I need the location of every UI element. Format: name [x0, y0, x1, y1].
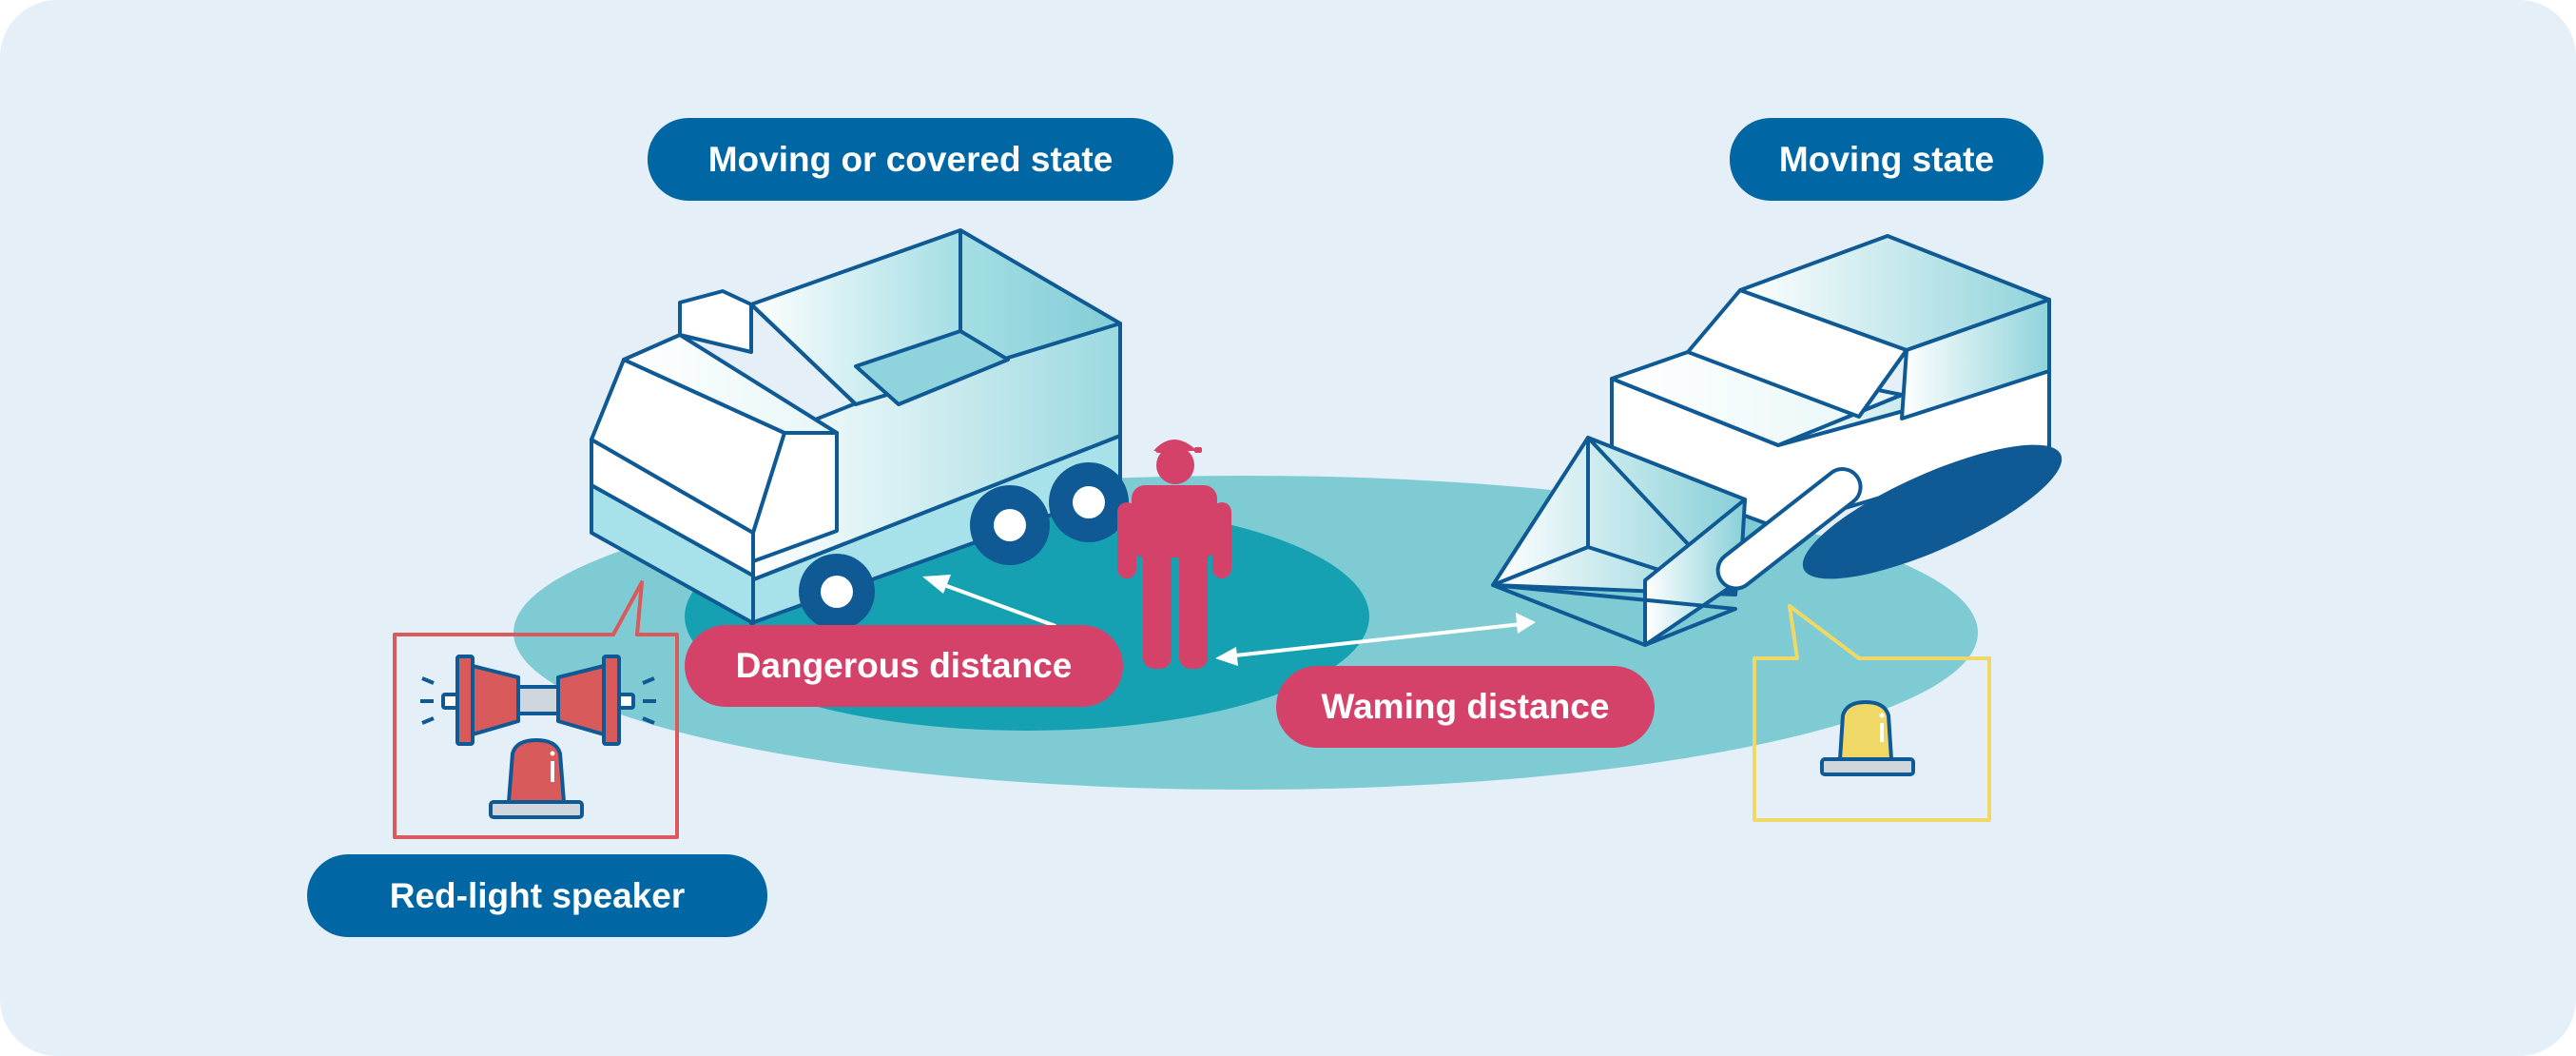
- label-warning-distance: Waming distance: [1276, 666, 1655, 748]
- distance-arrows: [922, 575, 1536, 666]
- red-beacon-icon: [489, 738, 584, 819]
- dump-truck-icon: [590, 228, 1122, 625]
- label-moving-state: Moving state: [1730, 118, 2043, 201]
- label-dangerous-distance: Dangerous distance: [685, 625, 1123, 707]
- loader-arm: [1715, 444, 2063, 591]
- red-callout: [393, 580, 679, 839]
- yellow-callout: [1753, 604, 1991, 822]
- truck-wheels: [799, 462, 1129, 630]
- label-moving-or-covered-state: Moving or covered state: [648, 118, 1173, 201]
- wheel-loader-icon: [1491, 234, 2051, 647]
- worker-icon: [1117, 440, 1231, 669]
- yellow-beacon-icon: [1820, 700, 1915, 776]
- label-red-light-speaker: Red-light speaker: [307, 854, 767, 937]
- speaker-icon: [420, 655, 656, 746]
